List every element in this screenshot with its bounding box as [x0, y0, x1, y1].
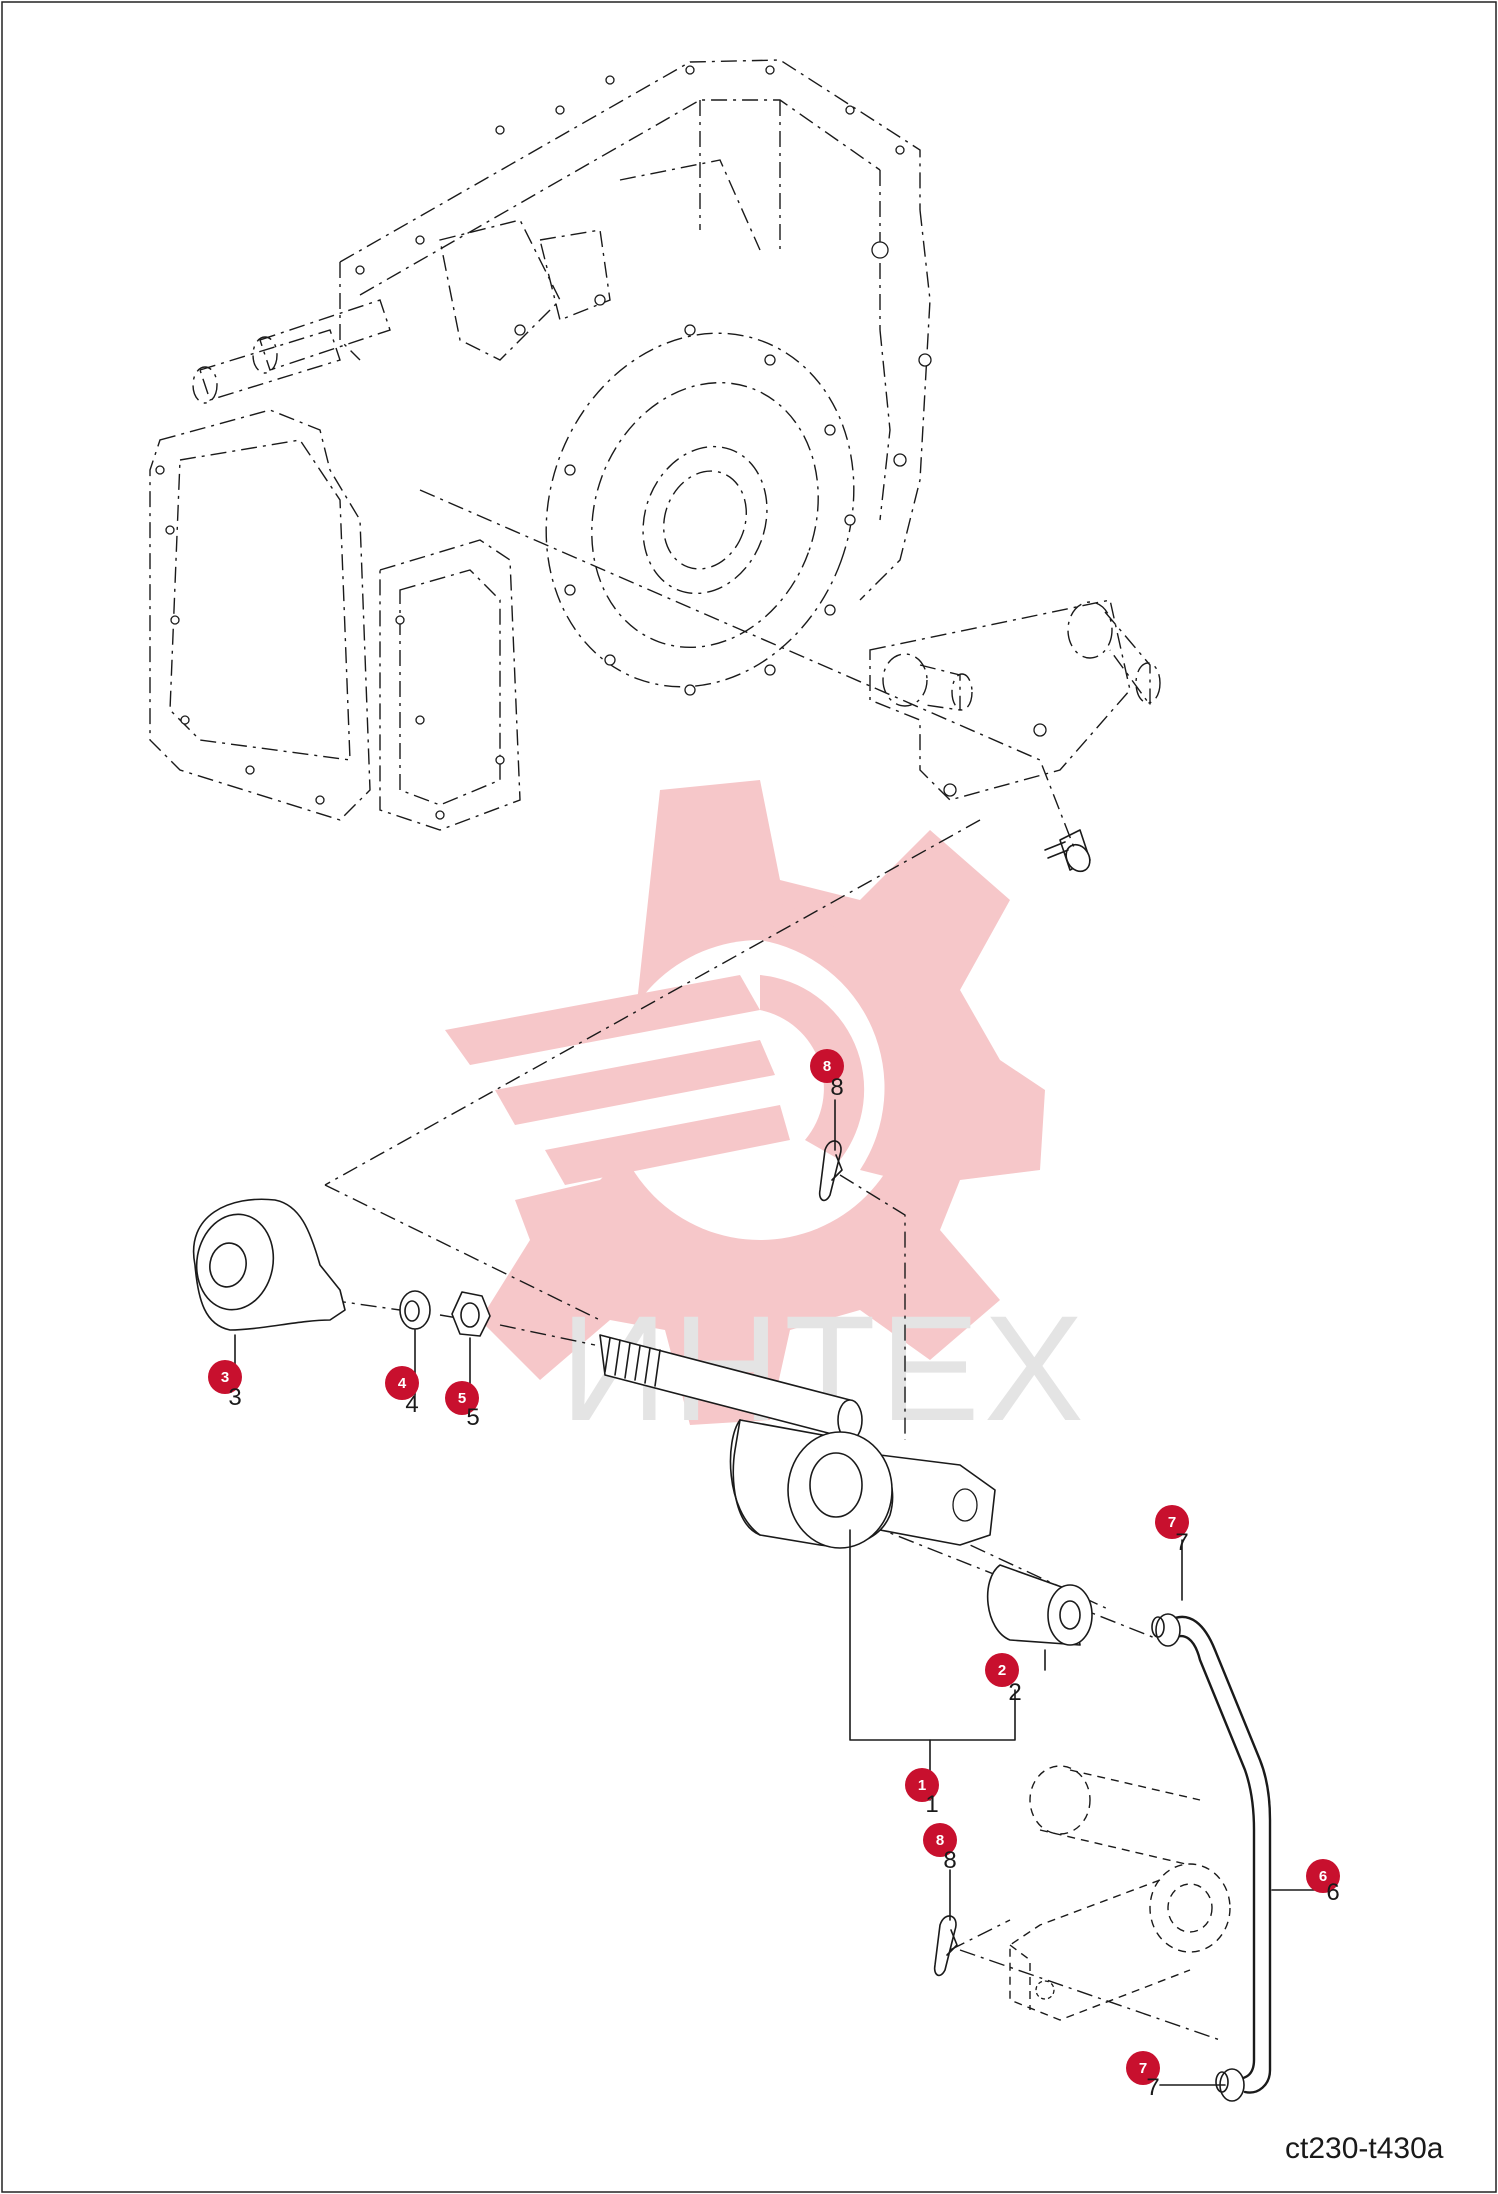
svg-text:3: 3 [228, 1384, 241, 1411]
svg-text:5: 5 [466, 1404, 479, 1431]
bracket-bolt [1044, 829, 1091, 873]
svg-text:7: 7 [1139, 2060, 1147, 2077]
svg-text:4: 4 [405, 1391, 418, 1418]
cross-shaft [1009, 1765, 1231, 2021]
figure-reference-code: ct230-t430a [1285, 2132, 1444, 2165]
svg-text:2: 2 [1008, 1679, 1021, 1706]
lock-washer [399, 1290, 431, 1330]
svg-text:8: 8 [936, 1832, 944, 1849]
callout-badge-3: 3 3 [208, 1360, 242, 1411]
svg-text:5: 5 [458, 1390, 466, 1407]
svg-text:3: 3 [221, 1369, 229, 1386]
callout-badge-6: 6 6 [1306, 1859, 1340, 1906]
svg-text:8: 8 [943, 1847, 956, 1874]
thread-lines [604, 1337, 661, 1387]
svg-text:4: 4 [398, 1375, 407, 1392]
svg-text:7: 7 [1146, 2074, 1159, 2101]
svg-text:6: 6 [1319, 1868, 1327, 1885]
callout-badge-7-top: 7 7 [1155, 1505, 1189, 1556]
svg-text:7: 7 [1168, 1514, 1176, 1531]
svg-text:1: 1 [918, 1777, 926, 1794]
svg-text:1: 1 [925, 1791, 938, 1818]
callout-badge-1: 1 1 [905, 1768, 939, 1818]
cotter-pin-top [818, 1140, 843, 1202]
watermark-gear-logo [445, 780, 1045, 1425]
housing-bolt-holes [155, 65, 932, 820]
svg-text:8: 8 [830, 1074, 843, 1101]
mounting-bracket [869, 599, 1161, 801]
callout-badge-8-bottom: 8 8 [923, 1823, 957, 1874]
cotter-pin-bottom [933, 1915, 958, 1977]
bushing [986, 1564, 1093, 1646]
svg-text:6: 6 [1326, 1879, 1339, 1906]
gearbox-housing [149, 59, 932, 831]
link-rod [1151, 1613, 1272, 2102]
callout-badge-7-bottom: 7 7 [1126, 2051, 1160, 2101]
shift-lever [599, 1334, 996, 1549]
hex-nut [451, 1291, 491, 1337]
svg-text:2: 2 [998, 1662, 1006, 1679]
callout-badge-4: 4 4 [385, 1366, 419, 1418]
callout-badge-2: 2 2 [985, 1653, 1022, 1706]
callout-badge-8-top: 8 8 [810, 1049, 844, 1101]
svg-text:8: 8 [823, 1058, 831, 1075]
callout-bracket-1 [849, 1529, 1016, 1741]
svg-text:7: 7 [1175, 1529, 1188, 1556]
callout-badge-5: 5 5 [445, 1381, 480, 1431]
lever-knob [192, 1198, 346, 1331]
